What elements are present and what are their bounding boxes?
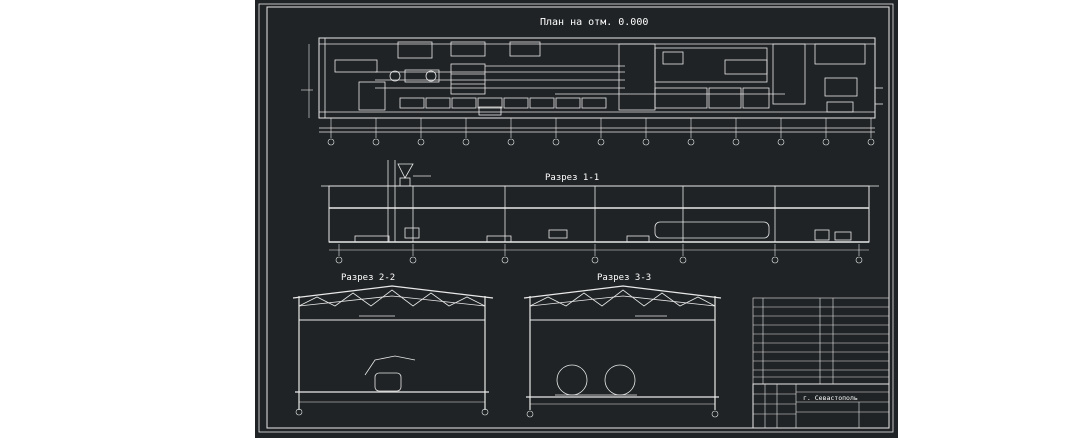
cad-drawing: План на отм. 0.000 Разрез 1-1 Разрез 2-2… [258,3,894,433]
section-1-view [321,160,879,264]
title-block-city: г. Севастополь [803,394,858,402]
inner-frame [266,6,890,429]
section-3-view [523,285,722,418]
section-1-title: Разрез 1-1 [545,173,599,183]
spec-table [752,297,890,385]
section-2-view [292,285,494,416]
drawing-sheet: План на отм. 0.000 Разрез 1-1 Разрез 2-2… [255,0,898,438]
section-2-title: Разрез 2-2 [341,273,395,283]
plan-view [301,37,883,146]
section-3-title: Разрез 3-3 [597,273,651,283]
plan-title: План на отм. 0.000 [540,17,648,28]
title-block [752,383,890,429]
outer-frame [258,3,894,433]
